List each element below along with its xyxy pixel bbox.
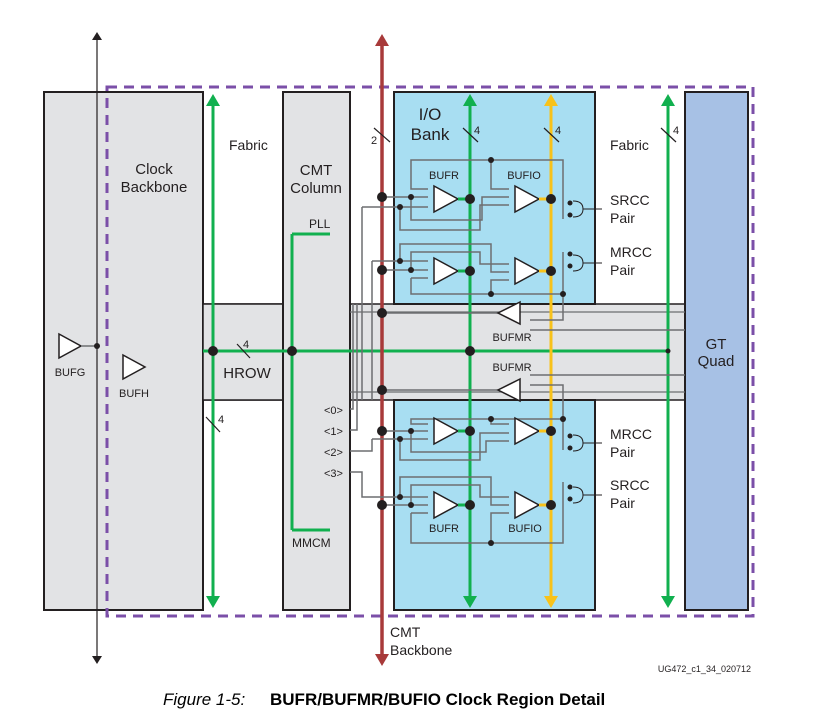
cmt-port-3: <3> [324,468,343,480]
figure-title: BUFR/BUFMR/BUFIO Clock Region Detail [270,690,606,709]
bufio-top-label: BUFIO [507,170,541,182]
io-bank-label-1: I/O [419,105,442,124]
mrcc-bottom-label-2: Pair [610,444,635,460]
bus-width-io-yellow: 4 [555,125,561,137]
srcc-top-label-1: SRCC [610,192,650,208]
gt-quad-label-1: GT [706,336,727,353]
bufr-bottom-2-icon [433,490,460,520]
cmt-backbone-label-2: Backbone [390,642,452,658]
io-bank-top [393,91,596,305]
bufh-label: BUFH [119,388,149,400]
srcc-top-label-2: Pair [610,210,635,226]
hrow-label: HROW [223,365,271,382]
bufh-buffer-icon [122,353,147,381]
bufr-top-label: BUFR [429,170,459,182]
bufr-bottom-1-icon [433,416,460,446]
bufr-bottom-label: BUFR [429,523,459,535]
bufmr-bottom-label: BUFMR [492,362,531,374]
cmt-column-label-2: Column [290,180,342,197]
clock-backbone-label-2: Backbone [121,179,188,196]
srcc-bottom-label-1: SRCC [610,477,650,493]
mmcm-label: MMCM [292,536,331,550]
mrcc-top-label-2: Pair [610,262,635,278]
bus-width-fabric-left: 4 [218,414,224,426]
bufr-top-2-icon [433,256,460,286]
bufmr-bottom-icon [496,377,521,403]
doc-id: UG472_c1_34_020712 [658,664,751,674]
bufg-buffer-icon [58,332,83,360]
bus-width-hrow: 4 [243,339,249,351]
bufmr-top-label: BUFMR [492,332,531,344]
bus-width-io-green: 4 [474,125,480,137]
mrcc-top-label-1: MRCC [610,244,652,260]
gt-quad-block [684,91,749,611]
junction-dots [94,157,671,546]
cmt-port-1: <1> [324,426,343,438]
cmt-port-0: <0> [324,405,343,417]
fabric-right-label: Fabric [610,137,649,153]
srcc-bottom-label-2: Pair [610,495,635,511]
fabric-left-label: Fabric [229,137,268,153]
pll-label: PLL [309,217,331,231]
cmt-column-label-1: CMT [300,162,333,179]
bufr-top-1-icon [433,184,460,214]
bufio-bottom-2-icon [514,490,541,520]
cmt-backbone-label-1: CMT [390,624,421,640]
mrcc-bottom-label-1: MRCC [610,426,652,442]
io-bank-label-2: Bank [411,125,450,144]
pin-connectors [572,200,602,504]
clock-region-boundary [105,85,755,618]
bufio-bottom-label: BUFIO [508,523,542,535]
bus-width-fabric-right: 4 [673,125,679,137]
cmt-port-2: <2> [324,447,343,459]
bufio-top-1-icon [514,184,541,214]
gt-quad-label-2: Quad [698,353,735,370]
bufio-top-2-icon [514,256,541,286]
io-routing-top [361,159,685,400]
bufg-label: BUFG [55,367,86,379]
figure-number: Figure 1-5: [163,690,246,709]
bufmr-top-icon [496,300,521,326]
pin-dots [567,200,573,502]
bus-width-cmt-backbone: 2 [371,135,377,147]
bufio-bottom-1-icon [514,416,541,446]
clock-backbone-label-1: Clock [135,161,173,178]
